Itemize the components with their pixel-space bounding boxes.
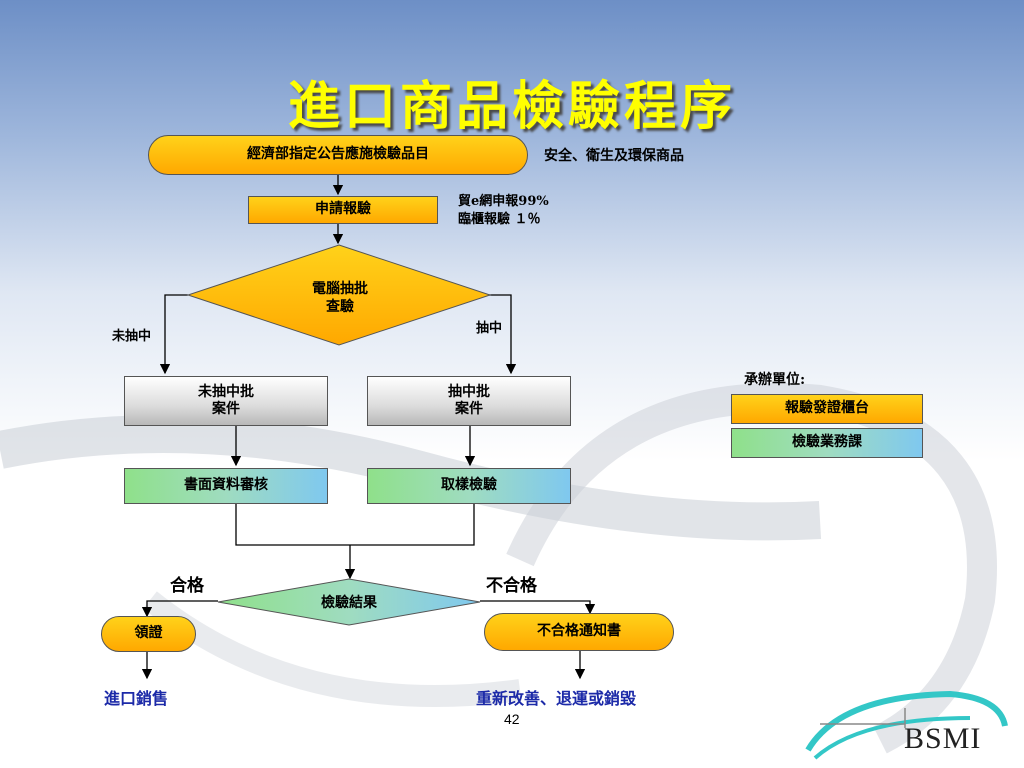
random-check-diamond	[186, 244, 492, 346]
result-label: 檢驗結果	[321, 595, 377, 611]
merge-line	[235, 504, 475, 546]
not-selected-line2: 案件	[212, 401, 240, 417]
apply-node-label: 申請報驗	[315, 201, 371, 218]
arrow-not-selected	[159, 294, 188, 375]
apply-side-note-line1: 貿e網申報99%	[458, 194, 549, 209]
sampling-label: 取樣檢驗	[441, 477, 497, 494]
random-check-line2: 查驗	[326, 299, 354, 316]
edge-label-selected: 抽中	[476, 321, 503, 336]
legend-item-counter-label: 報驗發證櫃台	[785, 400, 869, 417]
arrow-selected	[488, 294, 517, 375]
page-title: 進口商品檢驗程序	[287, 76, 736, 137]
fail-notice-label: 不合格通知書	[537, 623, 621, 640]
legend-title: 承辦單位:	[744, 372, 806, 388]
not-selected-line1: 未抽中批	[198, 383, 254, 400]
selected-line2: 案件	[455, 401, 483, 417]
apply-side-note-line2: 臨櫃報驗 １％	[458, 211, 541, 227]
document-review-label: 書面資料審核	[184, 477, 268, 494]
edge-label-fail: 不合格	[486, 576, 537, 596]
document-review-node: 書面資料審核	[124, 468, 328, 504]
apply-side-note: 貿e網申報99% 臨櫃報驗 １％	[458, 193, 549, 228]
apply-node: 申請報驗	[248, 196, 438, 224]
result-diamond	[217, 578, 481, 626]
certificate-node: 領證	[101, 616, 196, 652]
sampling-node: 取樣檢驗	[367, 468, 571, 504]
edge-label-pass: 合格	[170, 576, 204, 596]
selected-case-node: 抽中批 案件	[367, 376, 571, 426]
start-side-note: 安全、衛生及環保商品	[544, 148, 684, 164]
page-number: 42	[504, 711, 520, 727]
fail-notice-node: 不合格通知書	[484, 613, 674, 651]
random-check-label: 電腦抽批 查驗	[290, 280, 390, 316]
legend-item-inspection-label: 檢驗業務課	[792, 434, 862, 451]
bsmi-logo-graphic	[805, 690, 1008, 760]
start-node-label: 經濟部指定公告應施檢驗品目	[247, 146, 429, 163]
selected-line1: 抽中批	[448, 383, 490, 400]
certificate-label: 領證	[134, 625, 163, 642]
legend-item-counter: 報驗發證櫃台	[731, 394, 923, 424]
start-node: 經濟部指定公告應施檢驗品目	[148, 135, 528, 175]
bsmi-logo-text: BSMI	[904, 722, 982, 755]
arrow-pass	[141, 600, 218, 618]
not-selected-case-node: 未抽中批 案件	[124, 376, 328, 426]
legend-item-inspection-section: 檢驗業務課	[731, 428, 923, 458]
outcome-import-sale: 進口銷售	[104, 689, 169, 708]
random-check-line1: 電腦抽批	[312, 281, 368, 297]
edge-label-not-selected: 未抽中	[112, 329, 152, 344]
arrow-fail	[480, 600, 596, 615]
outcome-remedy: 重新改善、退運或銷毀	[476, 689, 637, 708]
